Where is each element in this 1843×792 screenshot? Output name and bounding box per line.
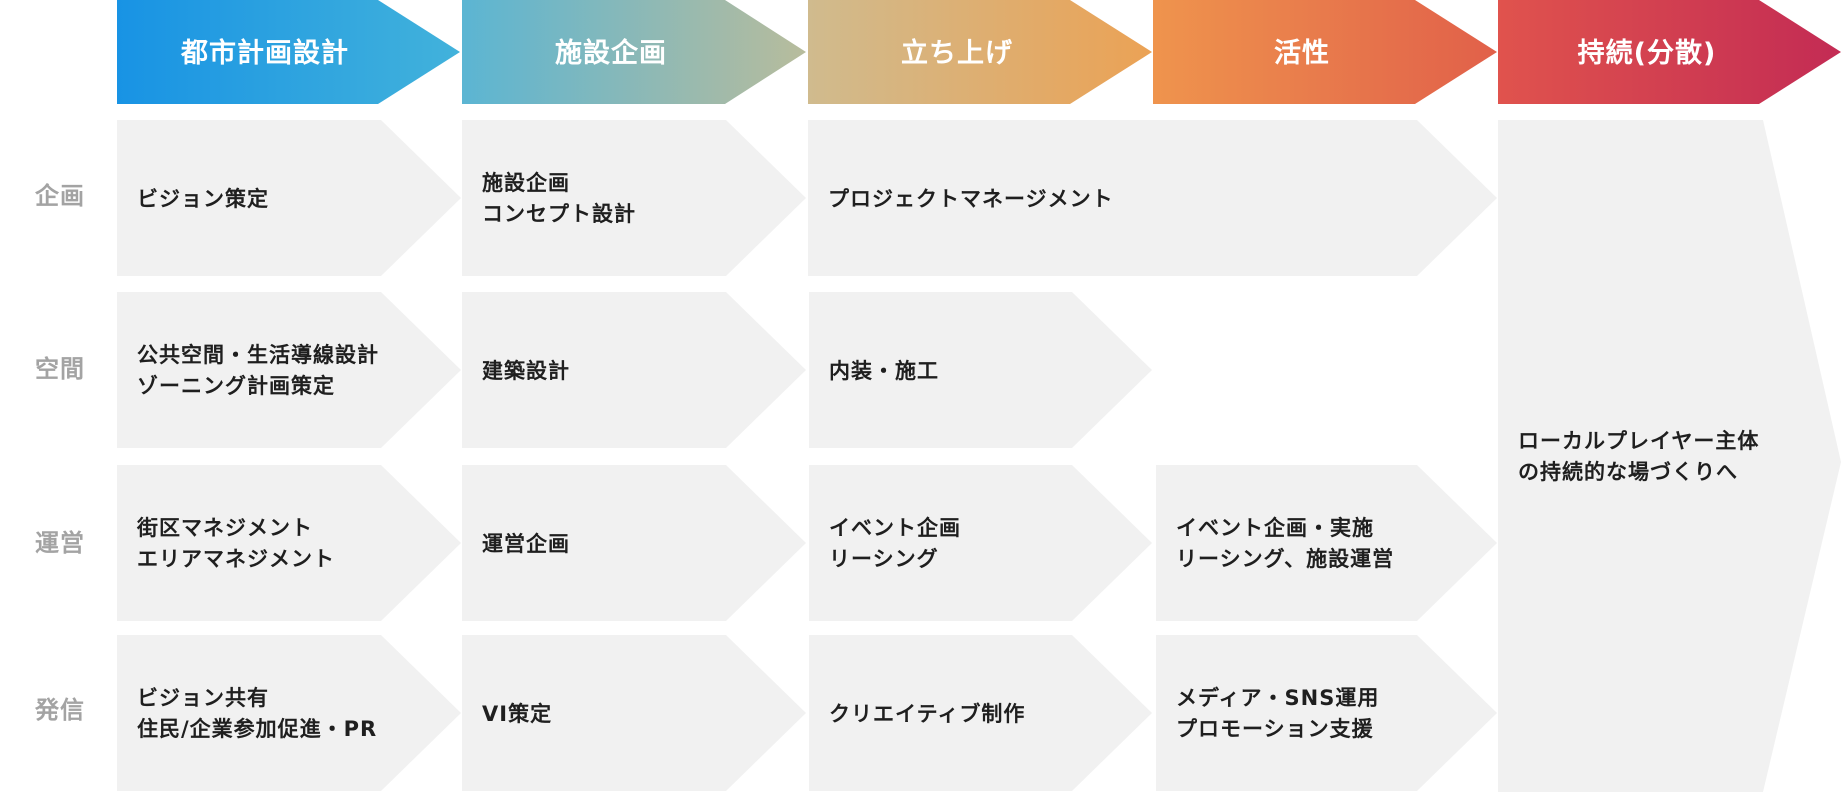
phase-chevron-activation bbox=[1153, 0, 1497, 104]
cell-text-line: リーシング、施設運営 bbox=[1176, 547, 1394, 571]
row-label-planning: 企画 bbox=[35, 182, 85, 210]
cell-text-line: 運営企画 bbox=[482, 532, 570, 556]
cell-area-management: 街区マネジメント エリアマネジメント bbox=[117, 465, 461, 621]
cell-arrow bbox=[117, 465, 461, 621]
cell-text-line: イベント企画 bbox=[829, 516, 961, 540]
phase-label-facility-planning: 施設企画 bbox=[555, 37, 667, 69]
cell-text-line: ビジョン共有 bbox=[137, 686, 269, 710]
phase-label-urban-planning: 都市計画設計 bbox=[180, 37, 349, 69]
cell-arrow bbox=[117, 120, 461, 276]
cell-arrow bbox=[809, 635, 1152, 791]
phase-label-sustain: 持続(分散) bbox=[1578, 38, 1717, 69]
cell-project-management: プロジェクトマネージメント bbox=[808, 120, 1497, 276]
cell-text-line: プロジェクトマネージメント bbox=[828, 187, 1114, 211]
phase-header-launch: 立ち上げ bbox=[808, 0, 1152, 104]
cell-text-line: エリアマネジメント bbox=[137, 547, 335, 571]
phase-header-urban-planning: 都市計画設計 bbox=[117, 0, 460, 104]
cell-event-operation: イベント企画・実施 リーシング、施設運営 bbox=[1156, 465, 1497, 621]
cell-arrow bbox=[462, 292, 806, 448]
phase-header-activation: 活性 bbox=[1153, 0, 1497, 104]
phase-chevron-sustain bbox=[1498, 0, 1841, 104]
cell-creative: クリエイティブ制作 bbox=[809, 635, 1152, 791]
phase-label-activation: 活性 bbox=[1274, 38, 1330, 69]
phase-chevron-launch bbox=[808, 0, 1152, 104]
cell-text-line: イベント企画・実施 bbox=[1176, 516, 1374, 540]
phase-header-facility-planning: 施設企画 bbox=[462, 0, 806, 104]
cell-arrow bbox=[1156, 465, 1497, 621]
cell-text-line: 住民/企業参加促進・PR bbox=[137, 717, 377, 741]
cell-text-line: クリエイティブ制作 bbox=[829, 702, 1025, 726]
cell-public-space: 公共空間・生活導線設計 ゾーニング計画策定 bbox=[117, 292, 461, 448]
cell-arrow bbox=[462, 635, 806, 791]
row-label-space: 空間 bbox=[35, 355, 85, 383]
cell-vision-sharing: ビジョン共有 住民/企業参加促進・PR bbox=[117, 635, 461, 791]
cell-arrow bbox=[117, 292, 461, 448]
cell-arrow bbox=[809, 292, 1152, 448]
cell-text-line: 施設企画 bbox=[482, 171, 570, 195]
cell-text-line: プロモーション支援 bbox=[1176, 717, 1374, 741]
cell-text-line: リーシング bbox=[829, 547, 939, 571]
cell-text-line: VI策定 bbox=[482, 702, 552, 726]
row-label-operation: 運営 bbox=[35, 529, 85, 557]
cell-facility-concept: 施設企画 コンセプト設計 bbox=[462, 120, 806, 276]
cell-text-line: ローカルプレイヤー主体 bbox=[1518, 429, 1759, 453]
phase-label-launch: 立ち上げ bbox=[901, 37, 1013, 69]
cell-text-line: 街区マネジメント bbox=[136, 516, 313, 540]
cell-text-line: の持続的な場づくりへ bbox=[1518, 460, 1738, 484]
cell-interior: 内装・施工 bbox=[809, 292, 1152, 448]
cell-text-line: 内装・施工 bbox=[829, 359, 939, 383]
phase-header-sustain: 持続(分散) bbox=[1498, 0, 1841, 104]
cell-local-players: ローカルプレイヤー主体 の持続的な場づくりへ bbox=[1498, 120, 1841, 792]
cell-arrow bbox=[117, 635, 461, 791]
cell-vi: VI策定 bbox=[462, 635, 806, 791]
cell-text-line: 建築設計 bbox=[482, 359, 570, 383]
cell-operation-planning: 運営企画 bbox=[462, 465, 806, 621]
cell-event-leasing: イベント企画 リーシング bbox=[809, 465, 1152, 621]
cell-arrow bbox=[462, 120, 806, 276]
cell-arrow bbox=[1156, 635, 1497, 791]
final-arrow bbox=[1498, 120, 1841, 792]
phase-chevron-facility-planning bbox=[462, 0, 806, 104]
cell-text-line: コンセプト設計 bbox=[482, 202, 636, 226]
cell-arrow bbox=[462, 465, 806, 621]
phase-chevron-urban-planning bbox=[117, 0, 460, 104]
cell-text-line: ビジョン策定 bbox=[137, 187, 269, 211]
cell-text-line: ゾーニング計画策定 bbox=[137, 374, 335, 398]
cell-arrow bbox=[809, 465, 1152, 621]
cell-media-sns: メディア・SNS運用 プロモーション支援 bbox=[1156, 635, 1497, 791]
cell-architecture: 建築設計 bbox=[462, 292, 806, 448]
cell-text-line: メディア・SNS運用 bbox=[1176, 686, 1379, 710]
cell-vision: ビジョン策定 bbox=[117, 120, 461, 276]
cell-text-line: 公共空間・生活導線設計 bbox=[137, 343, 379, 367]
row-label-communication: 発信 bbox=[34, 696, 85, 724]
cell-arrow bbox=[808, 120, 1497, 276]
